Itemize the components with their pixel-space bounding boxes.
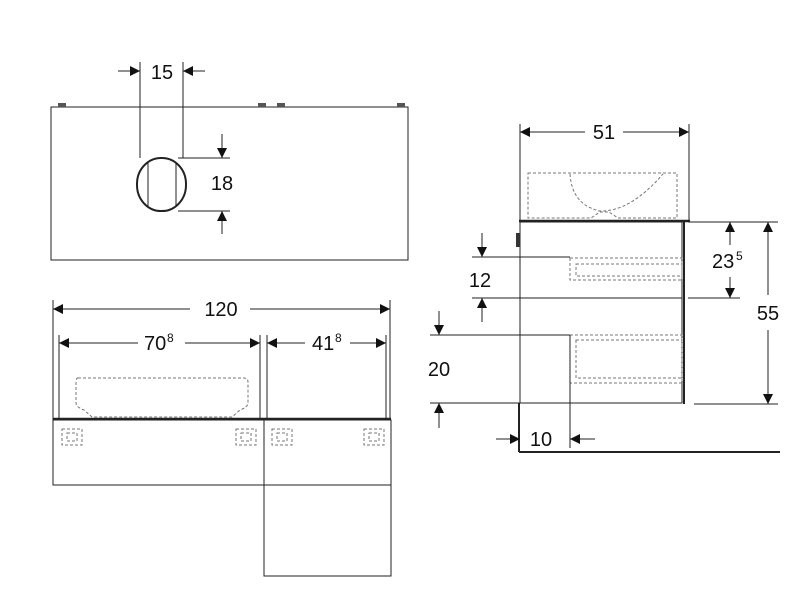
left-cabinet xyxy=(52,419,265,486)
clip-4 xyxy=(363,428,385,446)
upper-drawer xyxy=(569,257,683,281)
left-width-sup: 8 xyxy=(167,331,174,345)
right-cabinet-lower xyxy=(263,484,392,577)
upper-height-label: 23 xyxy=(712,251,734,273)
hole-height-label: 18 xyxy=(211,173,233,195)
countertop-stub-3 xyxy=(277,103,285,107)
side-bump xyxy=(516,233,520,247)
left-width-label: 70 xyxy=(144,333,166,355)
basin-side-curve xyxy=(569,173,664,212)
countertop-stub-1 xyxy=(58,103,66,107)
upper-drawer-inner xyxy=(575,263,683,277)
right-width-label: 41 xyxy=(312,333,334,355)
basin-side xyxy=(527,172,678,219)
basin-outline xyxy=(75,377,249,418)
lower-drawer-inner xyxy=(575,339,683,379)
lower-drawer-label: 20 xyxy=(428,359,450,381)
offset-label: 10 xyxy=(530,429,552,451)
tap-hole xyxy=(136,157,187,212)
upper-height-sup: 5 xyxy=(736,249,743,263)
depth-label: 51 xyxy=(593,122,615,144)
lower-drawer xyxy=(569,334,683,384)
side-cabinet xyxy=(519,221,683,404)
side-view: 51 12 20 xyxy=(428,122,780,453)
total-height-label: 55 xyxy=(757,303,779,325)
countertop-stub-2 xyxy=(258,103,266,107)
total-width-label: 120 xyxy=(204,299,237,321)
clip-1 xyxy=(61,428,83,446)
front-view: 120 70 8 41 8 xyxy=(52,299,392,577)
countertop-stub-4 xyxy=(397,103,405,107)
hole-width-label: 15 xyxy=(151,62,173,84)
countertop-outline xyxy=(50,106,409,261)
right-width-sup: 8 xyxy=(335,331,342,345)
right-cabinet-upper xyxy=(263,419,392,486)
clip-3 xyxy=(271,428,293,446)
top-view: 15 18 xyxy=(50,62,409,261)
clip-2 xyxy=(235,428,257,446)
gap-label: 12 xyxy=(469,270,491,292)
